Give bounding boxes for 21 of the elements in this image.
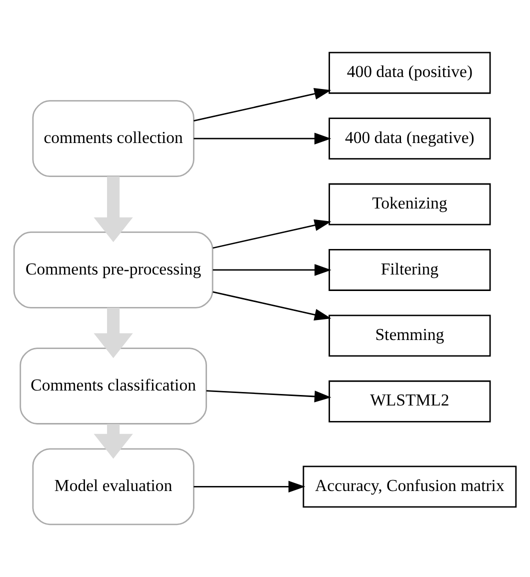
node-box: 400 data (negative)	[328, 118, 491, 160]
node-box: Comments classification	[20, 348, 207, 424]
arrow	[206, 390, 332, 402]
node-box: Comments pre-processing	[13, 232, 214, 308]
node-box: Model evaluation	[32, 448, 194, 526]
node-box: Accuracy, Confusion matrix	[302, 466, 517, 508]
arrow	[194, 132, 332, 144]
arrow	[94, 424, 133, 459]
arrow	[212, 264, 332, 276]
arrow	[194, 480, 306, 493]
arrow	[212, 291, 332, 321]
node-box: comments collection	[32, 100, 194, 178]
arrow	[212, 219, 332, 249]
node-box: Filtering	[328, 249, 491, 291]
arrow	[94, 176, 133, 242]
node-box: 400 data (positive)	[328, 52, 491, 94]
node-box: Stemming	[328, 314, 491, 357]
node-box: WLSTML2	[328, 380, 491, 422]
node-box: Tokenizing	[328, 183, 491, 226]
arrow	[94, 308, 133, 358]
arrow	[194, 88, 332, 122]
